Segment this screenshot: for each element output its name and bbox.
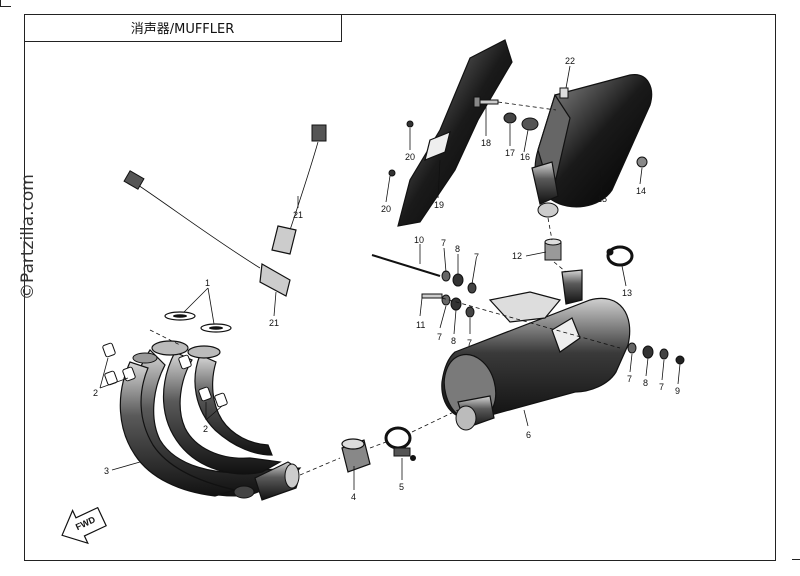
callout-8b: 8 — [451, 336, 456, 346]
callout-7f: 7 — [659, 382, 664, 392]
callout-6: 6 — [526, 430, 531, 440]
callout-8c: 8 — [643, 378, 648, 388]
callout-16: 16 — [520, 152, 530, 162]
callout-3: 3 — [104, 466, 109, 476]
callout-numbers: 1 2 2 3 4 5 6 7 7 7 7 7 7 8 8 8 9 10 11 … — [93, 56, 680, 502]
callout-18: 18 — [481, 138, 491, 148]
callout-7a: 7 — [441, 238, 446, 248]
callout-15: 15 — [597, 194, 607, 204]
callout-12: 12 — [512, 251, 522, 261]
exhaust-header-pipe — [119, 340, 302, 501]
callout-20b: 20 — [381, 204, 391, 214]
corner-mark-bottom — [792, 559, 800, 568]
pipe-clamp — [384, 426, 416, 461]
silencer-can — [531, 74, 653, 218]
callout-2a: 2 — [93, 388, 98, 398]
callout-7e: 7 — [627, 374, 632, 384]
callout-7d: 7 — [467, 338, 472, 348]
corner-mark — [0, 0, 11, 7]
callout-20a: 20 — [405, 152, 415, 162]
callout-22: 22 — [565, 56, 575, 66]
callout-21a: 21 — [293, 210, 303, 220]
callout-1: 1 — [205, 278, 210, 288]
callout-7c: 7 — [437, 332, 442, 342]
callout-7b: 7 — [474, 252, 479, 262]
callout-11: 11 — [416, 320, 425, 330]
gasket-pair — [164, 311, 232, 333]
callout-8a: 8 — [455, 244, 460, 254]
muffler-body — [441, 269, 631, 431]
diagram-title: 消声器/MUFFLER — [24, 14, 342, 42]
callout-5: 5 — [399, 482, 404, 492]
diagram-frame — [24, 14, 776, 561]
callout-14: 14 — [636, 186, 646, 196]
fwd-arrow-icon: FWD — [61, 506, 107, 545]
callout-19: 19 — [434, 200, 444, 210]
callout-17: 17 — [505, 148, 515, 158]
hardware-small-parts — [371, 87, 685, 365]
callout-2b: 2 — [203, 424, 208, 434]
callout-21b: 21 — [269, 318, 279, 328]
oxygen-sensors — [123, 124, 327, 297]
callout-9: 9 — [675, 386, 680, 396]
muffler-gasket — [341, 438, 371, 473]
callout-4: 4 — [351, 492, 356, 502]
leader-lines — [99, 65, 681, 490]
flange-nuts — [102, 342, 228, 408]
callout-13: 13 — [622, 288, 632, 298]
callout-10: 10 — [414, 235, 424, 245]
muffler-bracket — [397, 39, 513, 227]
